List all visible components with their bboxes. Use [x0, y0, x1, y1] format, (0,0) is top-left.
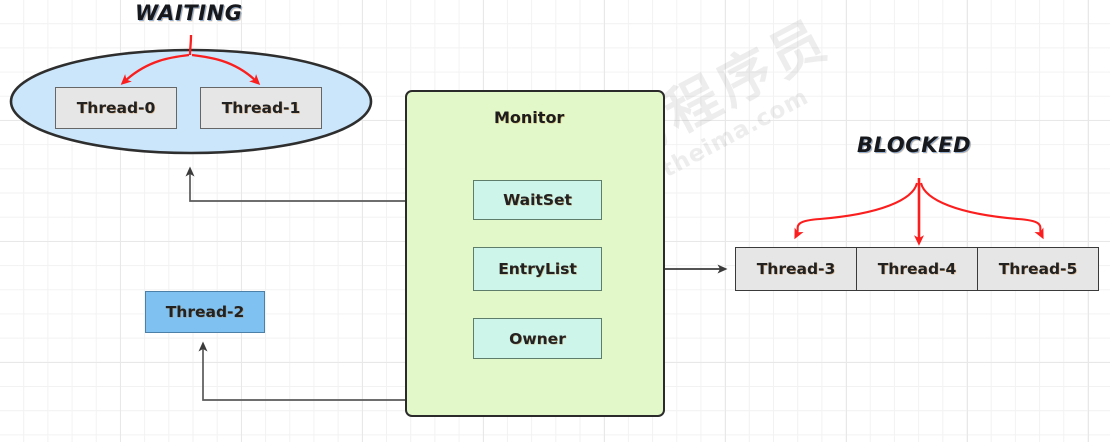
thread-box-thread-2[interactable]: Thread-2	[145, 291, 265, 333]
thread-box-thread-4[interactable]: Thread-4	[856, 247, 978, 291]
thread-label: Thread-3	[756, 260, 836, 278]
monitor-field-owner[interactable]: Owner	[473, 318, 602, 359]
thread-box-thread-3[interactable]: Thread-3	[735, 247, 857, 291]
blocked-arrow-to-thread-3	[794, 182, 919, 240]
monitor-title: Monitor	[494, 108, 565, 127]
waiting-arrow-stem	[188, 34, 193, 56]
waiting-arrow-to-thread-0	[120, 53, 190, 85]
waiting-state-label: WAITING	[135, 1, 243, 25]
thread-box-thread-0[interactable]: Thread-0	[55, 87, 177, 129]
thread-label: Thread-2	[165, 303, 245, 321]
thread-label: Thread-5	[998, 260, 1078, 278]
blocked-state-label: BLOCKED	[857, 133, 972, 157]
thread-label: Thread-4	[877, 260, 957, 278]
blocked-arrow-to-thread-5	[919, 182, 1044, 240]
thread-box-thread-1[interactable]: Thread-1	[200, 87, 322, 129]
monitor-field-label: WaitSet	[503, 191, 572, 209]
monitor-field-label: Owner	[509, 329, 566, 348]
monitor-field-waitset[interactable]: WaitSet	[473, 180, 602, 220]
thread-box-thread-5[interactable]: Thread-5	[977, 247, 1099, 291]
monitor-field-label: EntryList	[498, 260, 577, 278]
thread-label: Thread-1	[221, 99, 301, 117]
waitset-to-waiting-connector	[185, 166, 473, 202]
thread-label: Thread-0	[76, 99, 156, 117]
waiting-arrow-to-thread-1	[191, 53, 261, 86]
monitor-field-entrylist[interactable]: EntryList	[473, 247, 602, 291]
